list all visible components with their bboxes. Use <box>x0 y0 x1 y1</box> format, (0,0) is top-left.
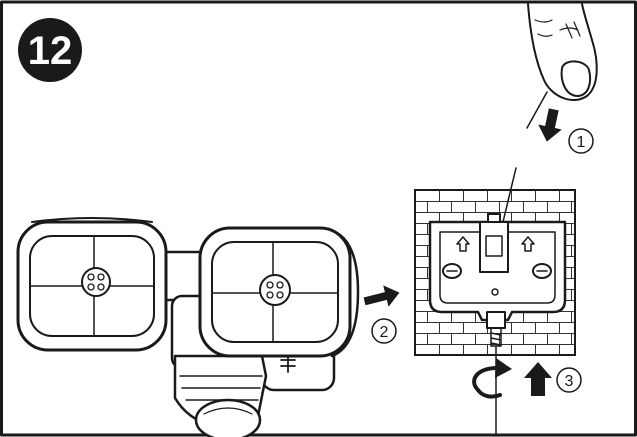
finger-press-icon <box>527 3 598 101</box>
tighten-up-arrow-icon <box>524 362 552 396</box>
right-lamp-lens <box>211 241 339 343</box>
callout-3-circle <box>556 367 582 393</box>
callout-1-circle <box>568 128 594 154</box>
press-guide-line <box>526 91 548 129</box>
callout-2-label: 2 <box>380 324 389 341</box>
attach-right-arrow-icon <box>363 285 400 307</box>
screw-hole-left <box>442 263 462 279</box>
led <box>276 281 284 289</box>
rotate-arrow-curve <box>472 365 501 392</box>
fingernail <box>560 60 592 97</box>
finger-button-mark <box>565 21 581 39</box>
left-led-array <box>87 273 105 291</box>
led <box>266 281 274 289</box>
rotate-arrow-icon <box>472 358 512 399</box>
center-hole <box>491 288 499 296</box>
floodlight <box>16 217 360 437</box>
up-arrow-mark-right-icon <box>521 236 535 252</box>
step-badge-circle <box>18 18 82 82</box>
led <box>87 273 95 281</box>
motion-sensor-dome <box>194 398 262 437</box>
left-lamp-rim <box>31 217 153 223</box>
up-arrow-mark-left-icon <box>456 236 470 252</box>
right-lamp-head <box>198 226 360 358</box>
rotate-arrow-head <box>495 358 512 378</box>
bracket-hook <box>479 221 509 273</box>
motion-sensor-arc <box>203 407 253 415</box>
callout-3-label: 3 <box>565 373 574 390</box>
screw-hole-right <box>532 263 552 279</box>
left-led-module <box>81 267 111 297</box>
callout-3: 3 <box>556 367 582 393</box>
led <box>266 291 274 299</box>
led <box>97 283 105 291</box>
locking-screw-head <box>486 311 506 329</box>
callout-1: 1 <box>568 128 594 154</box>
wall-mount <box>414 167 576 356</box>
led <box>276 291 284 299</box>
bracket-hook-slot <box>485 235 503 257</box>
led <box>97 273 105 281</box>
press-down-arrow-icon <box>538 108 562 142</box>
rotate-arrow-tail <box>476 388 502 399</box>
left-lamp-head <box>16 217 168 352</box>
bracket-guide-line <box>501 167 517 227</box>
callout-1-label: 1 <box>577 134 586 151</box>
locking-screw-thread <box>490 327 502 347</box>
mounting-plate-inner-edge <box>439 231 556 304</box>
finger-outline <box>527 3 598 101</box>
right-led-array <box>266 281 284 299</box>
step-badge: 12 <box>18 18 82 82</box>
led <box>87 283 95 291</box>
right-led-module <box>259 274 291 306</box>
callout-2-circle <box>371 318 397 344</box>
step-number: 12 <box>28 29 73 73</box>
callout-2: 2 <box>371 318 397 344</box>
